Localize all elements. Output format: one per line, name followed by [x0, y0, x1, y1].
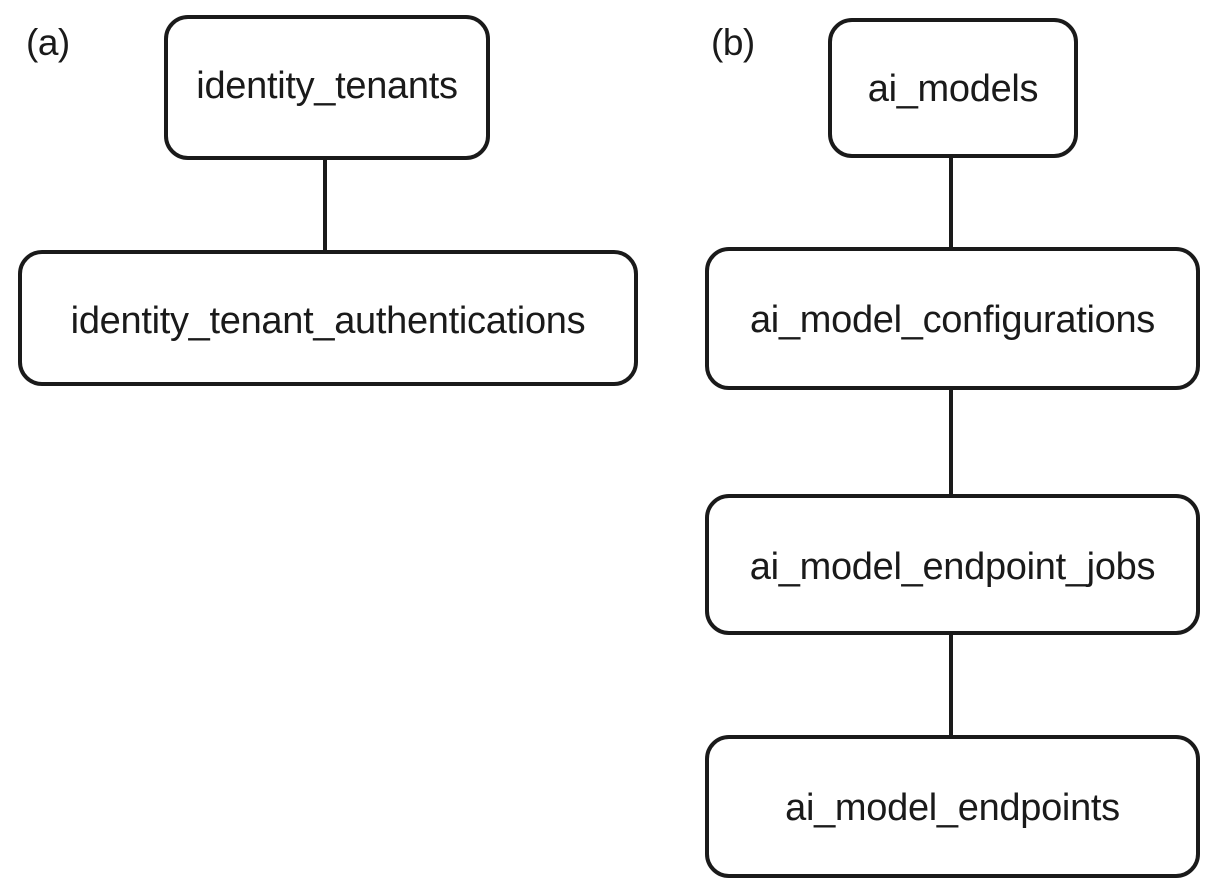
edge-identity-tenants-to-identity-tenant-authentications [323, 155, 327, 253]
node-ai-models[interactable]: ai_models [828, 18, 1078, 158]
panel-label-a: (a) [26, 22, 70, 63]
node-label-identity-tenant-authentications: identity_tenant_authentications [70, 300, 586, 342]
node-label-ai-model-endpoints: ai_model_endpoints [785, 787, 1120, 829]
panel-label-b: (b) [711, 22, 755, 63]
node-ai-model-endpoint-jobs[interactable]: ai_model_endpoint_jobs [705, 494, 1200, 635]
node-identity-tenants[interactable]: identity_tenants [164, 15, 490, 160]
node-ai-model-configurations[interactable]: ai_model_configurations [705, 247, 1200, 390]
edge-ai-models-to-ai-model-configurations [949, 154, 953, 250]
node-identity-tenant-authentications[interactable]: identity_tenant_authentications [18, 250, 638, 386]
edge-ai-model-configurations-to-ai-model-endpoint-jobs [949, 386, 953, 496]
node-label-ai-model-configurations: ai_model_configurations [749, 299, 1156, 341]
node-label-ai-model-endpoint-jobs: ai_model_endpoint_jobs [749, 546, 1156, 588]
node-label-ai-models: ai_models [867, 68, 1039, 110]
node-ai-model-endpoints[interactable]: ai_model_endpoints [705, 735, 1200, 878]
edge-ai-model-endpoint-jobs-to-ai-model-endpoints [949, 631, 953, 739]
node-label-identity-tenants: identity_tenants [196, 65, 458, 107]
